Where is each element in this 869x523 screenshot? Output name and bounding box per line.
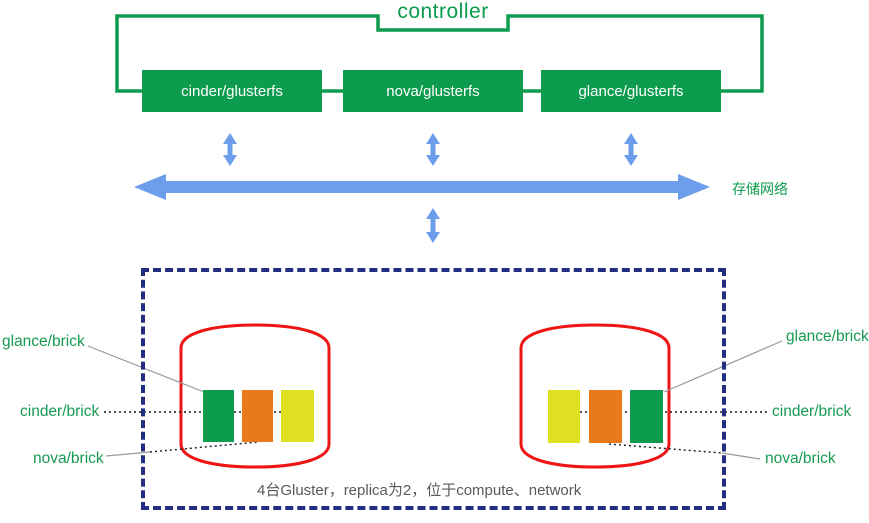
brick-bar-right-nova — [589, 390, 622, 443]
left-glance-leader-line — [87, 345, 205, 393]
controller-frame — [115, 14, 764, 93]
brick-label-right-glance: glance/brick — [786, 328, 869, 345]
brick-label-right-cinder: cinder/brick — [772, 403, 852, 420]
controller-title: controller — [397, 0, 489, 23]
right-nova-leader-line — [608, 443, 723, 454]
gluster-node-left-cylinder — [179, 323, 331, 469]
service-box-glance-glusterfs: glance/glusterfs — [541, 70, 721, 112]
brick-bar-left-glance — [203, 390, 234, 442]
nova-network-arrow-icon — [426, 133, 440, 166]
brick-bar-right-glance — [630, 390, 663, 443]
right-nova-leader-line-solid — [721, 452, 761, 460]
service-box-cinder-glusterfs: cinder/glusterfs — [142, 70, 322, 112]
brick-label-right-nova: nova/brick — [765, 450, 836, 467]
brick-bar-left-nova — [242, 390, 273, 442]
storage-network-arrow — [134, 174, 710, 200]
storage-network-label: 存储网络 — [732, 181, 788, 197]
left-nova-leader-line — [149, 441, 260, 453]
cluster-caption: 4台Gluster，replica为2，位于compute、network — [257, 482, 582, 499]
brick-label-left-cinder: cinder/brick — [20, 403, 100, 420]
glance-network-arrow-icon — [624, 133, 638, 166]
gluster-network-arrow-icon — [426, 208, 440, 243]
gluster-node-right-cylinder — [519, 323, 671, 469]
service-box-nova-glusterfs: nova/glusterfs — [343, 70, 523, 112]
brick-label-left-glance: glance/brick — [2, 333, 85, 350]
cinder-network-arrow-icon — [223, 133, 237, 166]
gluster-cluster-box — [141, 268, 726, 510]
brick-bar-right-cinder — [548, 390, 580, 443]
brick-label-left-nova: nova/brick — [33, 450, 104, 467]
brick-bar-left-cinder — [281, 390, 314, 442]
